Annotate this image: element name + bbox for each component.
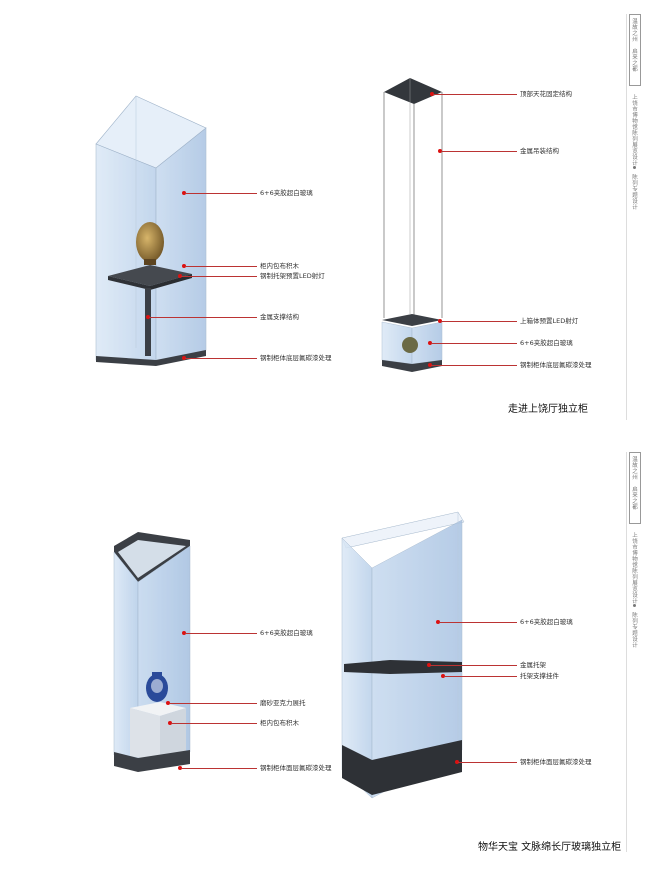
label-metal-bracket: 金属托架 [520,661,546,669]
sidebar-title-box [629,452,641,524]
leader-line [185,633,257,634]
marker-dot [430,92,434,96]
marker-dot [455,760,459,764]
label-glass: 6+6夹胶超白玻璃 [260,629,313,637]
marker-dot [428,363,432,367]
marker-dot [438,319,442,323]
marker-dot [182,191,186,195]
leader-line [181,768,257,769]
leader-line [185,358,257,359]
leader-line [430,665,517,666]
leader-line [444,676,517,677]
marker-dot [178,274,182,278]
sidebar-subtitle: 上饶市博物馆陈列展览设计 [631,532,637,604]
label-cloth-block: 柜内包布积木 [260,719,299,727]
marker-dot [182,631,186,635]
leader-line [185,193,257,194]
sidebar-top: 温故之州 启来之都 上饶市博物馆陈列展览设计 陈列专题设计 [626,14,641,420]
sidebar-subtitle: 上饶市博物馆陈列展览设计 [631,94,637,166]
leader-line [433,94,517,95]
marker-dot [428,341,432,345]
marker-dot [178,766,182,770]
cabinet-3 [113,532,191,772]
label-cloth-block: 柜内包布积木 [260,262,299,270]
cabinet-2 [381,78,443,372]
sidebar-title-a: 温故之州 [631,456,637,480]
leader-line [458,762,517,763]
sidebar-title-a: 温故之州 [631,18,637,42]
leader-line [185,266,257,267]
sidebar-bottom: 温故之州 启来之都 上饶市博物馆陈列展览设计 陈列专题设计 [626,452,641,852]
label-glass: 6+6夹胶超白玻璃 [520,339,573,347]
marker-dot [182,356,186,360]
sidebar-section: 陈列专题设计 [631,612,637,648]
marker-dot [182,264,186,268]
label-steel-surface: 钢制柜体面层氟碳漆处理 [520,758,592,766]
leader-line [431,343,517,344]
marker-dot [168,721,172,725]
label-bracket-hanger: 托架支撑挂件 [520,672,559,680]
label-bracket-led: 钢制托架预置LED射灯 [260,272,325,280]
label-steel-base: 钢制柜体底层氟碳漆处理 [520,361,592,369]
marker-dot [438,149,442,153]
leader-line [149,317,257,318]
leader-line [439,622,517,623]
sidebar-bullet [633,166,636,169]
label-steel-base: 钢制柜体底层氟碳漆处理 [260,354,332,362]
label-metal-support: 金属支撑结构 [260,313,299,321]
marker-dot [436,620,440,624]
leader-line [441,321,517,322]
cabinet-4 [341,511,465,799]
marker-dot [166,701,170,705]
label-glass: 6+6夹胶超白玻璃 [520,618,573,626]
cabinet-1 [95,95,207,366]
marker-dot [427,663,431,667]
section-1-caption: 走进上饶厅独立柜 [508,404,588,415]
leader-line [181,276,257,277]
label-steel-surface: 钢制柜体面层氟碳漆处理 [260,764,332,772]
label-upper-led: 上箱体预置LED射灯 [520,317,579,325]
sidebar-title-b: 启来之都 [631,486,637,510]
leader-line [431,365,517,366]
leader-line [169,703,257,704]
label-glass: 6+6夹胶超白玻璃 [260,189,313,197]
label-acrylic-stand: 磨砂亚克力展托 [260,699,306,707]
label-ceiling-fix: 顶部天花固定结构 [520,90,572,98]
sidebar-bullet [633,604,636,607]
label-metal-hanging: 金属吊装结构 [520,147,559,155]
sidebar-title-box [629,14,641,86]
marker-dot [146,315,150,319]
sidebar-section: 陈列专题设计 [631,174,637,210]
leader-line [171,723,257,724]
leader-line [441,151,517,152]
sidebar-title-b: 启来之都 [631,48,637,72]
marker-dot [441,674,445,678]
section-2-caption: 物华天宝 文脉绵长厅玻璃独立柜 [478,842,622,853]
